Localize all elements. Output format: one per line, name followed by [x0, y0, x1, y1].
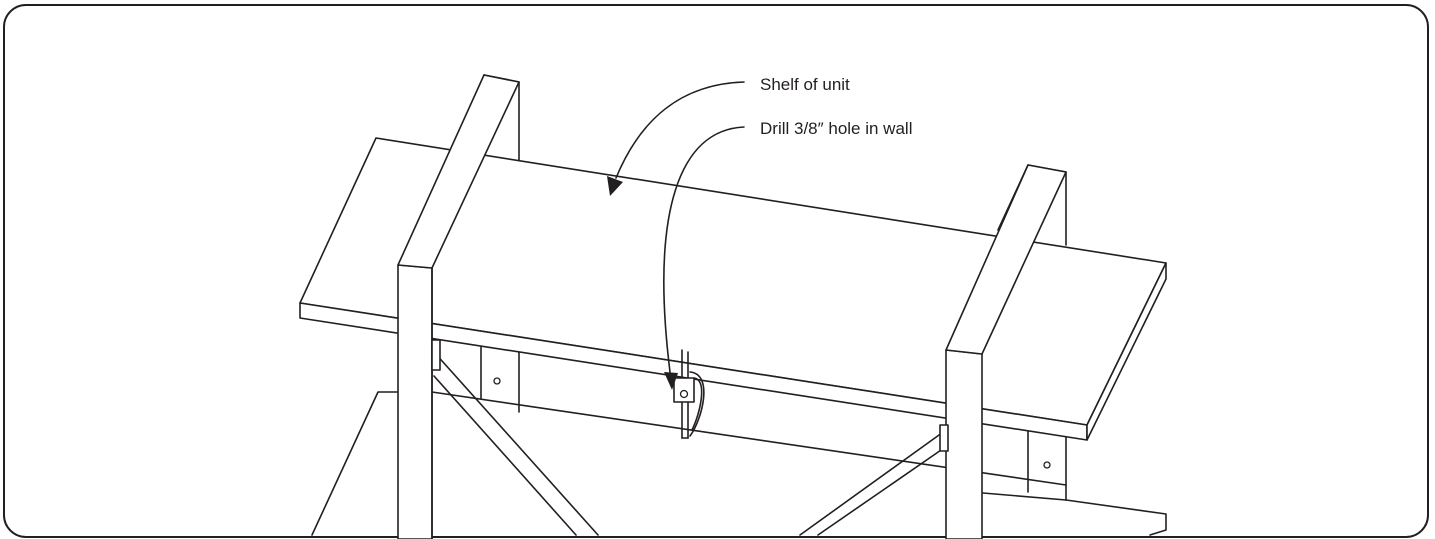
screw-hole-icon: [1043, 461, 1051, 469]
callout-label-shelf: Shelf of unit: [760, 75, 850, 94]
arrow-icon: [607, 176, 623, 196]
right-front-upright: [945, 164, 1067, 539]
callout-label-drill: Drill 3/8″ hole in wall: [760, 119, 912, 138]
anchor-bolt-icon: [673, 349, 705, 439]
callout-shelf: Shelf of unit: [607, 75, 850, 196]
lower-shelf-left: [311, 391, 399, 536]
diagram-frame: [3, 4, 1429, 538]
left-front-upright: [397, 74, 520, 539]
arrow-icon: [664, 372, 678, 390]
screw-hole-icon: [493, 377, 501, 385]
right-bracket: [939, 424, 949, 452]
leader-line-drill: [663, 126, 745, 373]
leader-line-shelf: [615, 81, 745, 179]
cross-braces: [433, 351, 947, 536]
right-back-upright: [1027, 427, 1067, 501]
callout-drill: Drill 3/8″ hole in wall: [663, 119, 912, 390]
shelf-unit: [299, 74, 1167, 539]
lower-shelf-back-edge: [982, 492, 1067, 501]
lower-shelf-right: [1065, 499, 1167, 536]
left-bracket: [431, 339, 441, 371]
